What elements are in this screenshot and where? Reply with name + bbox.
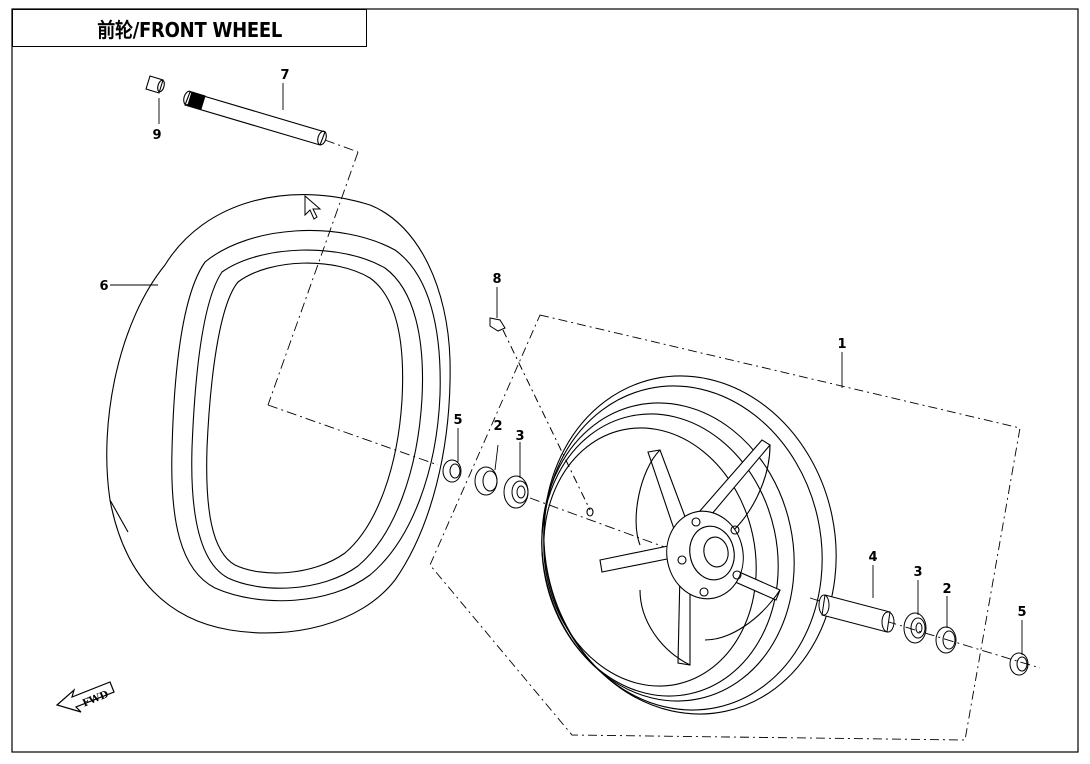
valve-part xyxy=(489,317,591,511)
callout-7: 7 xyxy=(280,68,289,83)
leader-lines xyxy=(110,83,1023,655)
seal-left-part xyxy=(442,459,462,483)
wheel-assembly-outline xyxy=(429,314,1021,741)
spacer-right-part xyxy=(935,626,957,654)
callout-3-left: 3 xyxy=(515,429,524,444)
seal-right-part xyxy=(1009,652,1029,676)
callout-2-left: 2 xyxy=(493,419,502,434)
callout-4: 4 xyxy=(868,550,877,565)
callout-1: 1 xyxy=(837,337,846,352)
axle-sleeve-part xyxy=(818,594,895,633)
callout-6: 6 xyxy=(99,279,108,294)
axle-part xyxy=(183,90,327,146)
bearing-left-part xyxy=(503,475,529,509)
axle-nut-part xyxy=(145,75,165,94)
callout-5-left: 5 xyxy=(453,413,462,428)
tire-part xyxy=(106,194,451,634)
drawing-frame xyxy=(11,8,1079,753)
callout-5-right: 5 xyxy=(1017,605,1026,620)
mouse-pointer-icon xyxy=(304,194,322,220)
spacer-left-part xyxy=(474,466,498,496)
callout-9: 9 xyxy=(152,128,161,143)
page-title: 前轮/FRONT WHEEL xyxy=(97,17,282,42)
callout-3-right: 3 xyxy=(913,565,922,580)
wheel-rim-part xyxy=(541,375,837,715)
bearing-right-part xyxy=(903,612,927,644)
callout-2-right: 2 xyxy=(942,582,951,597)
forward-direction-marker: FWD xyxy=(55,681,115,713)
title-box: 前轮/FRONT WHEEL xyxy=(12,9,367,47)
axle-centerline xyxy=(267,139,1041,669)
callout-8: 8 xyxy=(492,272,501,287)
